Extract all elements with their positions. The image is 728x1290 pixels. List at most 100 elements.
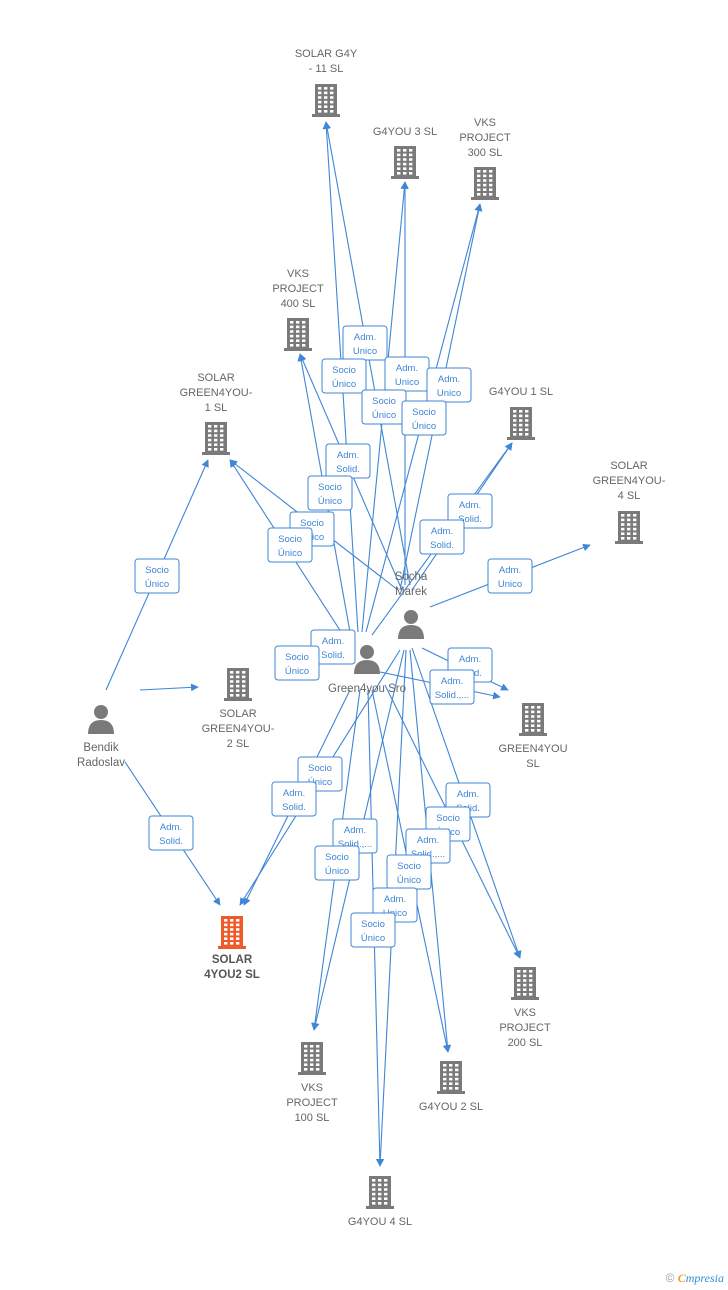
node-label: PROJECT: [272, 283, 324, 295]
company-node[interactable]: VKS PROJECT 400 SL: [272, 268, 324, 351]
edge-label-text: Único: [412, 421, 436, 432]
node-label: G4YOU 3 SL: [373, 126, 437, 138]
person-icon: [360, 645, 374, 659]
node-label: G4YOU 4 SL: [348, 1216, 412, 1228]
edge-label-text: Socio: [300, 518, 324, 529]
company-node[interactable]: SOLAR GREEN4YOU- 2 SL: [202, 668, 275, 750]
edge-label-text: Unico: [395, 377, 419, 388]
brand-logo[interactable]: Cmpresia: [677, 1271, 724, 1285]
node-label: - 11 SL: [309, 63, 344, 75]
edge-label[interactable]: Adm.Unico: [426, 367, 472, 403]
edge-label-text: Adm.: [337, 450, 359, 461]
edge-label-text: Unico: [437, 388, 461, 399]
relation-edge: [139, 683, 199, 692]
edge-label-text: Adm.: [499, 565, 521, 576]
node-label: VKS: [287, 268, 309, 280]
node-label: VKS: [301, 1082, 323, 1094]
edge-label-text: Adm.: [431, 526, 453, 537]
edge-label-text: Adm.: [396, 363, 418, 374]
edge-label-text: Solid.: [336, 464, 360, 475]
edge-label-text: Socio: [285, 652, 309, 663]
edge-label-text: Único: [332, 379, 356, 390]
company-node[interactable]: G4YOU 2 SL: [419, 1061, 483, 1113]
edge-label[interactable]: Adm. Solid.: [419, 519, 465, 555]
node-label: PROJECT: [286, 1097, 338, 1109]
person-node[interactable]: Green4you Sro: [328, 645, 406, 695]
copyright-symbol: ©: [665, 1271, 675, 1285]
edge-label[interactable]: Adm.Solid.,...: [429, 669, 475, 705]
node-label: Marek: [395, 586, 427, 598]
edge-label-text: Adm.: [459, 500, 481, 511]
edge-label-text: Socio: [308, 763, 332, 774]
node-label: GREEN4YOU: [498, 743, 567, 755]
edge-label[interactable]: Adm. Solid.: [271, 781, 317, 817]
node-label: SOLAR G4Y: [295, 48, 358, 60]
node-label: 2 SL: [227, 738, 250, 750]
edge-label-text: Único: [278, 548, 302, 559]
edge-label[interactable]: Adm. Unico: [384, 356, 430, 392]
edge-label-text: Unico: [498, 579, 522, 590]
person-icon: [94, 705, 108, 719]
edge-label-text: Socio: [318, 482, 342, 493]
edge-label-text: Adm.: [354, 332, 376, 343]
edge-label[interactable]: Adm.Solid.: [148, 815, 194, 851]
edge-label-text: Único: [325, 866, 349, 877]
edge-label[interactable]: Adm. Unico: [487, 558, 533, 594]
node-label: 400 SL: [281, 298, 316, 310]
node-label: VKS: [514, 1007, 536, 1019]
node-label: SOLAR: [610, 460, 647, 472]
node-label: 100 SL: [295, 1112, 330, 1124]
edge-label-text: Único: [397, 875, 421, 886]
edge-label-text: Adm.: [457, 789, 479, 800]
node-label: G4YOU 2 SL: [419, 1101, 483, 1113]
company-node[interactable]: SOLAR G4Y - 11 SL: [295, 48, 358, 117]
edge-label-text: Socio: [145, 565, 169, 576]
node-label: 300 SL: [468, 147, 503, 159]
node-label: SOLAR: [219, 708, 256, 720]
company-node[interactable]: G4YOU 1 SL: [489, 386, 553, 440]
edge-label-text: Único: [308, 777, 332, 788]
node-label: GREEN4YOU-: [202, 723, 275, 735]
edge-label-text: Solid.: [282, 802, 306, 813]
edge-label-text: Unico: [353, 346, 377, 357]
edge-label[interactable]: Adm. Unico: [342, 325, 388, 361]
edge-label-text: Socio: [278, 534, 302, 545]
company-node[interactable]: G4YOU 4 SL: [348, 1176, 412, 1228]
node-label: G4YOU 1 SL: [489, 386, 553, 398]
node-label: Green4you Sro: [328, 683, 406, 695]
node-label: PROJECT: [499, 1022, 551, 1034]
node-label: SOLAR: [197, 372, 234, 384]
company-node[interactable]: VKS PROJECT 100 SL: [286, 1042, 338, 1124]
node-label: GREEN4YOU-: [180, 387, 253, 399]
edge-label[interactable]: Adm. Solid.: [325, 443, 371, 479]
edge-label-text: Adm.: [160, 822, 182, 833]
edge-label-text: Adm.: [344, 825, 366, 836]
company-node[interactable]: G4YOU 3 SL: [373, 126, 437, 179]
edge-label-text: Adm.: [283, 788, 305, 799]
edge-label-text: Único: [285, 666, 309, 677]
edge-label-text: Unico: [383, 908, 407, 919]
edge-label-text: Solid.: [430, 540, 454, 551]
